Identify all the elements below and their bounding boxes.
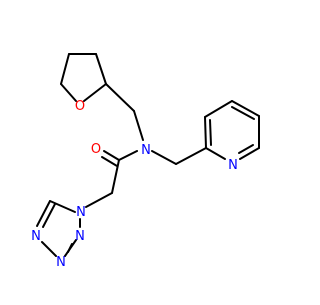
atom-tetrazole-n3: N — [56, 255, 66, 270]
atom-oxygen-ring: O — [75, 99, 85, 114]
bond-carbonyl-o-double — [101, 156, 118, 167]
bond-py-n-c2 — [205, 147, 226, 160]
bond-py-c4-c5 — [231, 100, 260, 117]
bond-thf-o-c2 — [60, 83, 77, 102]
atom-nitrogen-amide: N — [141, 143, 151, 158]
bond-py-c6-n-double — [238, 144, 254, 154]
bond-thf-c5-o — [83, 83, 107, 102]
bond-tz-c5-n4 — [36, 200, 51, 227]
bond-tz-n3-n2-double — [67, 243, 73, 253]
bond-py-c4-c5-double — [231, 106, 255, 120]
bonds — [36, 53, 260, 257]
molecule-canvas: O O N N N N N N — [31, 53, 260, 270]
atom-tetrazole-n1: N — [76, 205, 86, 220]
bond-tz-n4-n3 — [41, 241, 57, 257]
bond-py-c2-c3 — [204, 116, 207, 149]
bond-n-ch2-py — [151, 150, 177, 165]
bond-thf-c2-c3 — [60, 53, 70, 85]
atom-tetrazole-n2: N — [75, 229, 85, 244]
bond-c5-ch2 — [105, 83, 135, 112]
molecule-structure: O O N N N N N N — [31, 53, 260, 270]
bond-py-c2-c3-double — [209, 119, 212, 146]
bond-ch2-tetrazole — [85, 192, 113, 208]
atom-labels: O O N N N N N N — [31, 99, 238, 270]
bond-thf-c4-c5 — [95, 53, 107, 85]
bond-tz-n1-c5 — [49, 200, 76, 213]
bond-py-c6-n — [239, 147, 260, 160]
bond-ch2-n — [133, 110, 144, 141]
atom-tetrazole-n4: N — [31, 229, 41, 244]
bond-ch2-pyridine — [175, 147, 207, 165]
bond-carbonyl-ch2 — [111, 159, 120, 194]
atom-oxygen-carbonyl: O — [91, 142, 101, 157]
bond-n-carbonyl — [118, 150, 138, 161]
bond-py-c3-c4 — [204, 100, 233, 118]
bond-tz-c5-n4-double — [42, 203, 56, 228]
atom-nitrogen-pyridine: N — [228, 158, 238, 173]
bond-carbonyl-o — [103, 150, 120, 161]
